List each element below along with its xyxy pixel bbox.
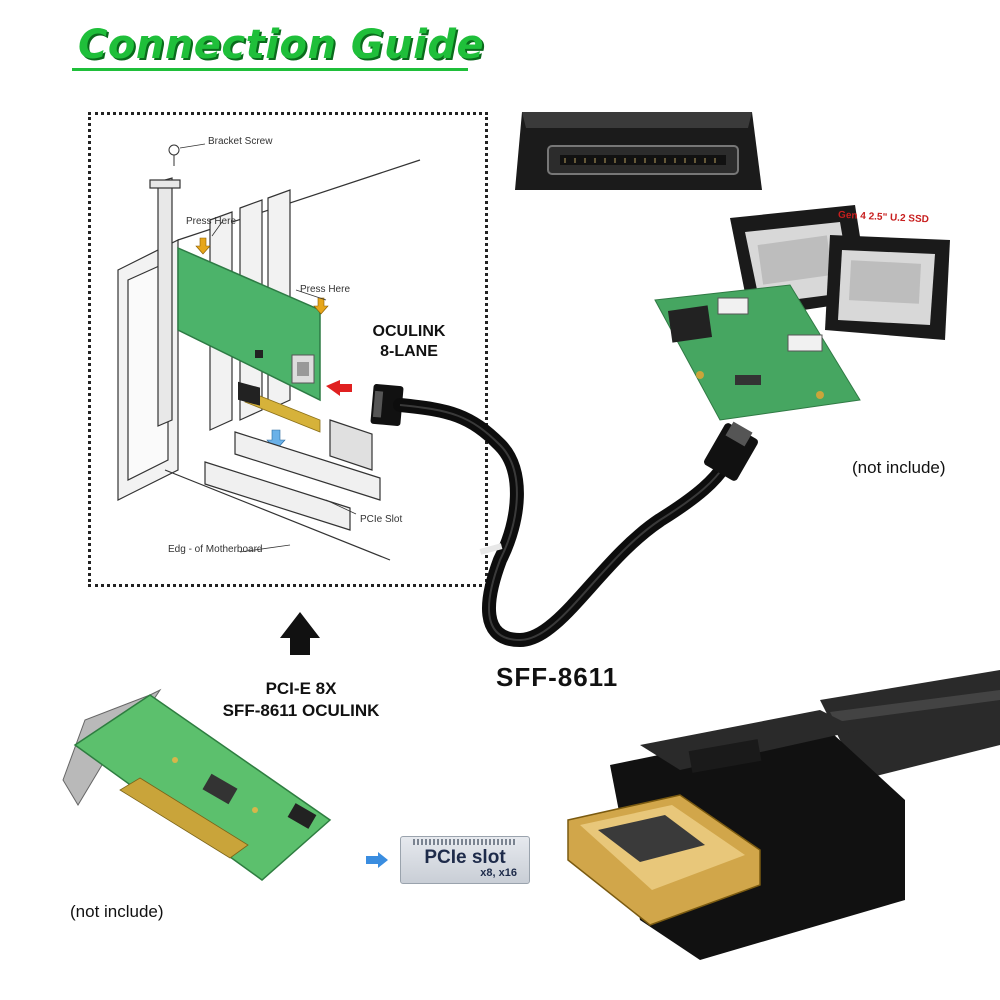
pcie-slot-box-sub: x8, x16 — [480, 867, 517, 879]
oculink-label-line1: OCULINK — [372, 323, 446, 340]
bracket-screw-label: Bracket Screw — [208, 136, 273, 147]
up-arrow-icon — [280, 612, 320, 655]
pcie-adapter-card-photo — [62, 688, 332, 881]
pcie-slot-pins — [413, 839, 517, 845]
card-bracket — [149, 177, 181, 427]
edge-of-motherboard-label: Edg - of Motherboard — [168, 544, 263, 555]
press-here-label-1: Press Here — [186, 216, 237, 227]
oculink-cable-illustration — [370, 384, 758, 648]
pcie-slots — [164, 419, 391, 561]
page-title: Connection Guide — [78, 22, 485, 68]
pcie-card-label-line2: SFF-8611 OCULINK — [222, 701, 380, 720]
sff-8611-label: SFF-8611 — [496, 662, 619, 692]
pcie-slot-label: PCIe Slot — [360, 514, 403, 525]
bracket-screw-icon — [168, 143, 206, 166]
oculink-connector-end-photo — [515, 112, 762, 190]
blue-right-arrow-icon — [366, 852, 388, 868]
pcie-card-label: PCI-E 8X SFF-8611 OCULINK — [196, 678, 406, 722]
u2-adapter-board-photo — [654, 284, 861, 421]
not-include-bottom-note: (not include) — [70, 902, 164, 921]
pcie-slot-box-title: PCIe slot — [424, 847, 506, 868]
installation-diagram-frame — [88, 112, 488, 587]
pcie-card-illustration — [177, 246, 321, 433]
pcie-card-label-line1: PCI-E 8X — [265, 679, 337, 698]
press-here-label-2: Press Here — [300, 284, 351, 295]
red-arrow-icon — [326, 380, 352, 396]
pcie-slot-box: PCIe slot x8, x16 — [400, 836, 530, 884]
oculink-label: OCULINK 8-LANE — [354, 322, 464, 362]
sff-8611-connector-photo — [567, 670, 1000, 960]
not-include-right-note: (not include) — [852, 458, 946, 477]
title-underline — [72, 68, 468, 71]
oculink-label-line2: 8-LANE — [380, 343, 438, 360]
